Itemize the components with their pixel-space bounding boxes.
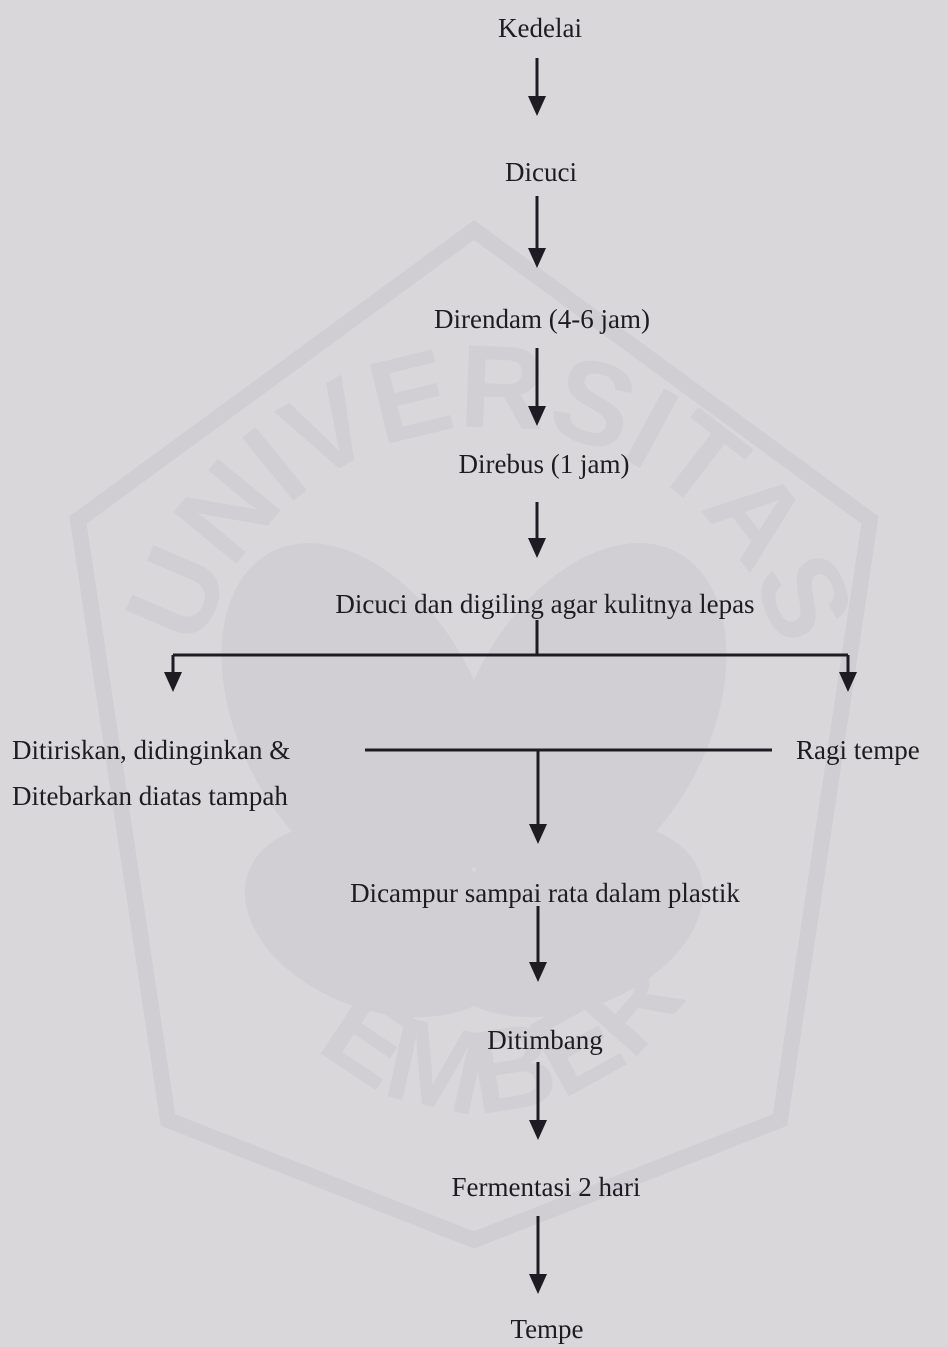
step-direbus: Direbus (1 jam) [458, 449, 630, 479]
arrowhead-1 [528, 96, 546, 116]
arrowhead-8 [529, 1274, 547, 1294]
split-right-arrowhead [839, 672, 857, 692]
step-ditimbang: Ditimbang [487, 1025, 603, 1055]
branch-left-line1: Ditiriskan, didinginkan & [12, 735, 291, 765]
step-dicuci: Dicuci [505, 157, 577, 187]
arrowhead-2 [528, 248, 546, 268]
arrowhead-4 [528, 538, 546, 558]
watermark-leaf-left [221, 543, 499, 897]
arrowhead-7 [529, 1120, 547, 1140]
arrowhead-3 [528, 406, 546, 426]
step-tempe: Tempe [510, 1314, 584, 1344]
watermark-frame [69, 220, 879, 1249]
branch-right-ragi: Ragi tempe [796, 735, 920, 765]
branch-left-line2: Ditebarkan diatas tampah [12, 781, 288, 811]
arrowhead-5 [529, 824, 547, 844]
step-fermentasi: Fermentasi 2 hari [451, 1172, 641, 1202]
step-dicuci-digiling: Dicuci dan digiling agar kulitnya lepas [335, 589, 755, 619]
arrowhead-6 [529, 962, 547, 982]
step-direndam: Direndam (4-6 jam) [434, 304, 650, 334]
step-kedelai: Kedelai [498, 13, 582, 43]
watermark-leaf-right [449, 543, 727, 897]
watermark-leaf-bottom-right [432, 822, 704, 1018]
step-dicampur: Dicampur sampai rata dalam plastik [350, 878, 740, 908]
split-left-arrowhead [164, 672, 182, 692]
